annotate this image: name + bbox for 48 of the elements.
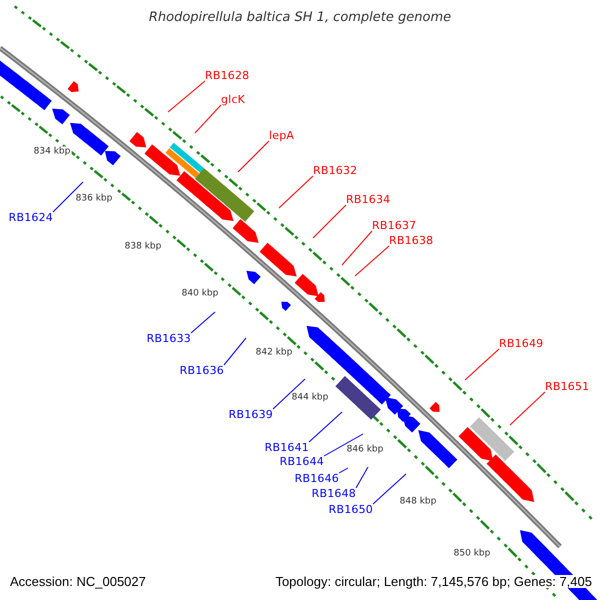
gene-label: RB1636 [180, 365, 224, 376]
tick-label: 840 kbp [180, 288, 220, 300]
leader-line [464, 348, 500, 380]
gene-label: RB1644 [280, 456, 324, 467]
leader-line [272, 378, 306, 410]
leader-line [278, 176, 314, 208]
gene-label: RB1638 [389, 235, 434, 246]
leader-line [190, 312, 216, 334]
gene-label: RB1637 [372, 220, 416, 231]
tick-label: 836 kbp [74, 194, 114, 204]
leader-line [356, 466, 368, 488]
tick-label: 834 kbp [32, 146, 72, 158]
tick-label: 844 kbp [290, 392, 330, 404]
genome-info-text: Topology: circular; Length: 7,145,576 bp; Genes: 7,405 [275, 575, 592, 588]
accession-text: Accession: NC_005027 [10, 575, 146, 588]
map-title: Rhodopirellula baltica SH 1, complete genome [148, 11, 452, 24]
leader-line [342, 230, 372, 266]
tick-label: 838 kbp [124, 242, 162, 252]
tick-label: 848 kbp [398, 496, 438, 508]
tick-label: 846 kbp [346, 444, 384, 456]
tick-label: 842 kbp [254, 348, 294, 358]
gene-label: RB1633 [146, 333, 191, 344]
gene-label: RB1634 [346, 194, 390, 205]
leader-line [338, 468, 348, 474]
gene-label: glcK [221, 94, 246, 105]
gene-label: RB1632 [313, 165, 358, 176]
gene-label: lepA [269, 130, 294, 141]
gene-label: RB1650 [328, 504, 373, 515]
leader-line [224, 338, 246, 366]
leader-line [324, 434, 364, 456]
gene-label: RB1648 [312, 488, 356, 499]
gene-label: RB1651 [545, 381, 590, 392]
gene-label: RB1639 [228, 409, 273, 420]
leader-line [354, 246, 390, 276]
leader-line [372, 474, 406, 504]
leader-line [52, 182, 84, 212]
leader-line [312, 204, 346, 238]
gene-label: RB1628 [205, 70, 250, 81]
gene-label: RB1641 [264, 442, 309, 453]
leader-line [510, 392, 546, 426]
leader-line [168, 80, 206, 112]
gene-label: RB1649 [499, 338, 544, 349]
leader-line [194, 104, 222, 134]
tick-label: 850 kbp [452, 548, 492, 560]
gene-label: RB1624 [8, 212, 53, 223]
gene-label: RB1646 [294, 473, 339, 484]
leader-line [238, 140, 270, 172]
leader-line [308, 412, 342, 442]
